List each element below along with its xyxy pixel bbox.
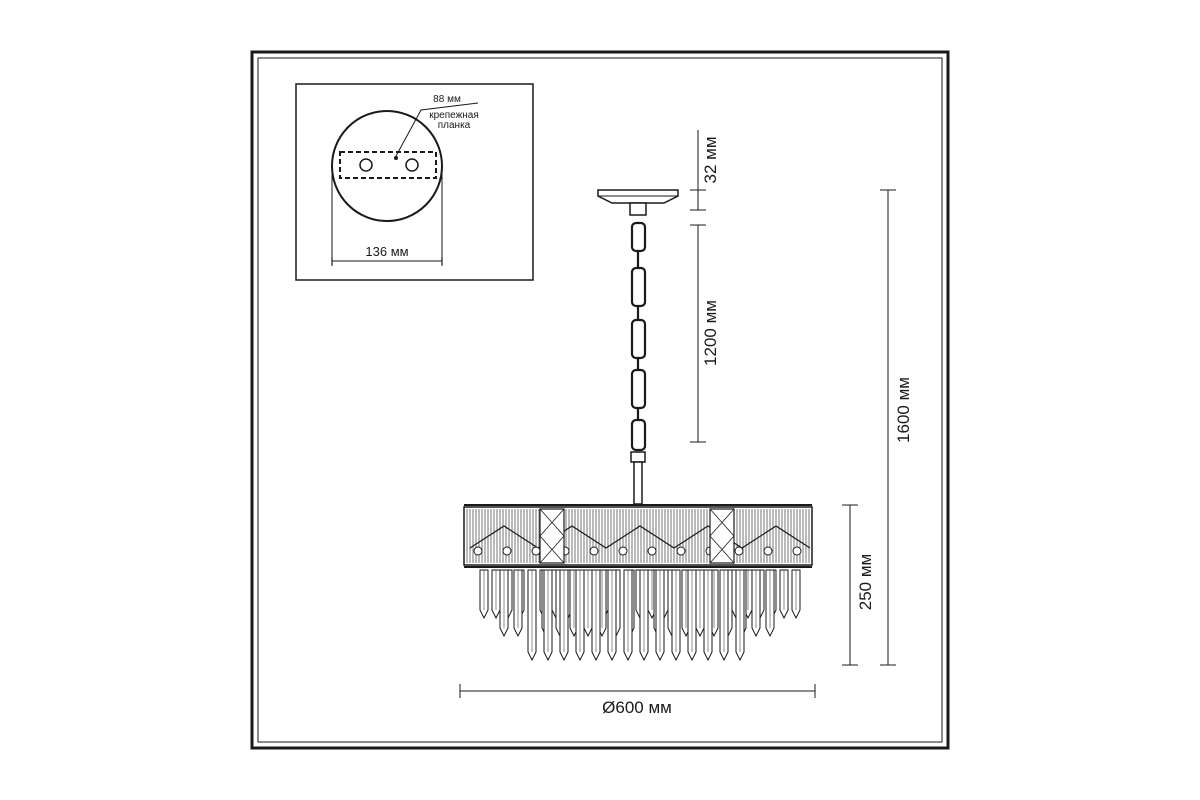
bracket-label-line1: крепежная xyxy=(429,110,479,121)
body-height-label: 250 мм xyxy=(856,554,875,610)
dimension-canopy-height: 32 мм xyxy=(690,130,720,211)
mount-hole-left xyxy=(359,158,373,172)
mount-detail-inset: 88 мм крепежная планка 136 мм xyxy=(295,83,534,281)
diameter-label: Ø600 мм xyxy=(602,698,672,717)
canopy-hook xyxy=(629,202,647,216)
canopy-circle xyxy=(331,110,443,222)
chain-length-label: 1200 мм xyxy=(701,300,720,366)
dimension-chain-length: 1200 мм xyxy=(690,224,720,443)
chain xyxy=(630,221,647,452)
dimension-total-height: 1600 мм xyxy=(880,189,913,666)
hanging-crystals xyxy=(479,569,801,662)
mounting-bracket xyxy=(339,151,437,179)
canopy-diameter-label: 136 мм xyxy=(365,244,408,259)
canopy-height-label: 32 мм xyxy=(701,136,720,183)
bracket-center-point xyxy=(394,156,398,160)
dimension-diameter: Ø600 мм xyxy=(459,684,816,717)
inner-frame xyxy=(257,57,943,743)
bracket-label-line2: планка xyxy=(438,120,471,131)
bracket-leader-line xyxy=(395,102,479,157)
bracket-width-label: 88 мм xyxy=(433,94,461,105)
stem xyxy=(630,451,646,463)
crystal-band xyxy=(463,506,813,568)
outer-frame xyxy=(250,50,950,750)
stem-rod xyxy=(633,461,643,505)
mount-hole-right xyxy=(405,158,419,172)
chandelier xyxy=(463,189,813,662)
dimension-body-height: 250 мм xyxy=(842,504,875,666)
total-height-label: 1600 мм xyxy=(894,377,913,443)
